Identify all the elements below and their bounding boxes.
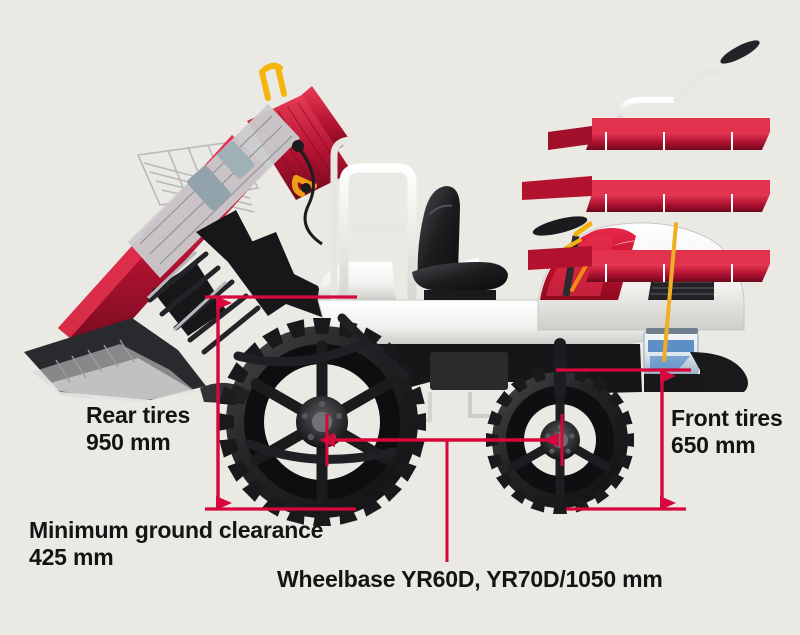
transmission-case [430,352,508,390]
guide-window-2 [217,141,255,179]
planting-rods [146,250,228,332]
battery-graphic [650,356,690,370]
yellow-handle-lower [293,175,317,189]
seat-cushion [412,262,508,290]
tray-3-tail [528,246,592,270]
tray-3-top [592,250,770,264]
float-ribs [55,339,135,383]
front-wheel [486,338,634,514]
orange-lever [570,260,590,292]
ground-clearance-label: Minimum ground clearance 425 mm [29,517,324,570]
shift-lever [573,221,593,237]
roll-bar [339,163,417,300]
control-cable [298,149,323,246]
tray-3-clips [605,264,733,282]
guide-window [187,165,231,211]
tray-1-tail [548,126,592,150]
cable-clip [301,183,311,193]
tray-rack-tier-2 [522,176,770,212]
cable-boot [292,140,304,152]
mirror-arm [720,40,760,64]
roll-bar-outer [330,136,353,300]
rear-wheel [218,313,426,526]
aux-lever [564,238,582,250]
operator-station [330,136,508,300]
yellow-handle-upper [259,65,287,101]
battery-label [648,340,694,352]
yellow-handle-upper-bend [259,62,283,75]
front-tires-label: Front tires 650 mm [671,405,783,458]
tray-3-body [586,264,770,282]
float-plate [40,358,196,404]
tray-rack-tier-3 [528,246,770,282]
tray-rack-tier-1 [548,118,770,150]
tray-2-body [586,194,770,212]
rear-drive-arms [233,313,409,464]
tray-2-clips [605,194,733,212]
yellow-handle-lower-bend [291,175,305,197]
wheelbase-label: Wheelbase YR60D, YR70D/1050 mm [277,566,663,592]
marker-rod [662,222,678,362]
tray-2-tail [522,176,592,200]
seedling-deck-assembly [24,62,352,404]
seedling-tray-top-cap [298,86,350,156]
battery-lid [646,328,698,334]
seedling-tray-racks [522,40,770,362]
front-bumper [690,352,748,392]
tray-1-top [592,118,770,132]
rear-tires-label: Rear tires 950 mm [86,402,191,455]
tray-1-clips [605,132,733,150]
seat-highlight [429,204,453,215]
seat-back [417,186,460,282]
tray-1-body [586,132,770,150]
tray-2-top [592,180,770,194]
seat-base [424,290,496,300]
rack-top-hook [673,67,725,103]
